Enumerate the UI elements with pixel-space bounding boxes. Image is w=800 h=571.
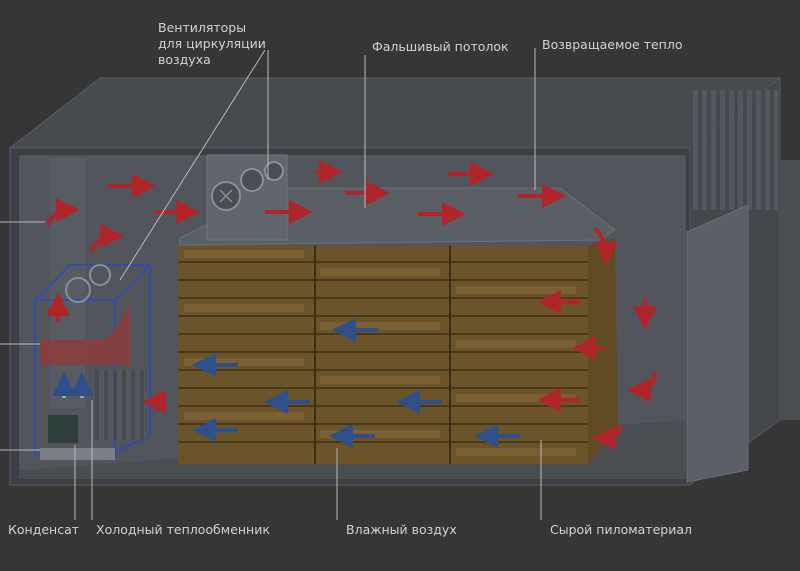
hot-air-arrows — [46, 160, 657, 450]
hot-air-arrow — [627, 371, 657, 402]
fan-icon — [240, 168, 264, 192]
label-fans: Вентиляторы для циркуляции воздуха — [158, 20, 266, 67]
leader-lines — [0, 48, 542, 520]
label-returned-heat: Возвращаемое тепло — [542, 37, 683, 52]
fan-icon — [65, 277, 91, 303]
hot-air-arrow — [593, 226, 618, 266]
fan-icon — [89, 264, 111, 286]
humid-air-arrows — [52, 318, 520, 448]
label-humid-air: Влажный воздух — [346, 522, 457, 537]
fan-icon — [264, 161, 284, 181]
hot-air-arrow — [592, 424, 622, 450]
label-raw-lumber: Сырой пиломатериал — [550, 522, 692, 537]
hot-air-arrow — [46, 198, 80, 227]
label-condensate: Конденсат — [8, 522, 80, 537]
hot-air-arrow — [90, 224, 124, 253]
label-false-ceiling: Фальшивый потолок — [372, 39, 509, 54]
lumber-stack — [178, 238, 618, 464]
label-cold-exchanger: Холодный теплообменник — [96, 522, 270, 537]
false-ceiling — [179, 154, 616, 246]
